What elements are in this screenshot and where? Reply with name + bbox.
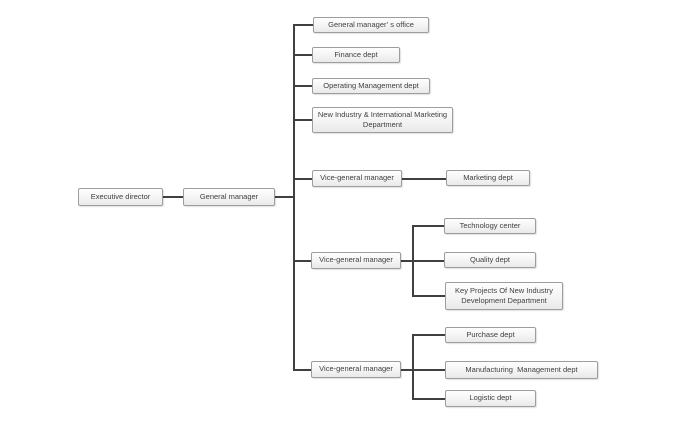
connector-branch-purchase xyxy=(412,334,445,336)
node-general-managers-office: General manager’ s office xyxy=(313,17,429,33)
node-vice-general-manager-3: Vice-general manager xyxy=(311,361,401,378)
connector-branch-gm-office xyxy=(293,24,313,26)
connector-branch-operating xyxy=(293,85,312,87)
connector-vice3-riser xyxy=(412,334,414,400)
node-executive-director: Executive director xyxy=(78,188,163,206)
node-manufacturing-management-dept: Manufacturing Management dept xyxy=(445,361,598,379)
connector-branch-vice-2 xyxy=(293,260,311,262)
connector-branch-logistic xyxy=(412,398,445,400)
node-finance-dept: Finance dept xyxy=(312,47,400,63)
connector-trunk-vertical xyxy=(293,24,295,371)
connector-vice3-to-riser xyxy=(401,369,413,371)
node-technology-center: Technology center xyxy=(444,218,536,234)
connector-branch-manufacturing xyxy=(412,369,445,371)
connector-vice1-to-marketing xyxy=(402,178,446,180)
node-logistic-dept: Logistic dept xyxy=(445,390,536,407)
node-vice-general-manager-2: Vice-general manager xyxy=(311,252,401,269)
connector-gm-to-trunk xyxy=(275,196,295,198)
node-purchase-dept: Purchase dept xyxy=(445,327,536,343)
node-vice-general-manager-1: Vice-general manager xyxy=(312,170,402,187)
node-key-projects-department: Key Projects Of New Industry Development… xyxy=(445,282,563,310)
connector-vice2-to-riser xyxy=(401,260,413,262)
connector-branch-technology xyxy=(412,225,444,227)
node-operating-management-dept: Operating Management dept xyxy=(312,78,430,94)
node-quality-dept: Quality dept xyxy=(444,252,536,268)
connector-branch-quality xyxy=(412,260,444,262)
connector-branch-new-industry xyxy=(293,119,312,121)
connector-exec-to-gm xyxy=(163,196,183,198)
connector-branch-key-projects xyxy=(412,295,445,297)
connector-branch-vice-1 xyxy=(293,178,312,180)
node-marketing-dept: Marketing dept xyxy=(446,170,530,186)
node-new-industry-international-marketing-department: New Industry & International Marketing D… xyxy=(312,107,453,133)
node-general-manager: General manager xyxy=(183,188,275,206)
connector-branch-finance xyxy=(293,54,312,56)
connector-branch-vice-3 xyxy=(293,369,311,371)
